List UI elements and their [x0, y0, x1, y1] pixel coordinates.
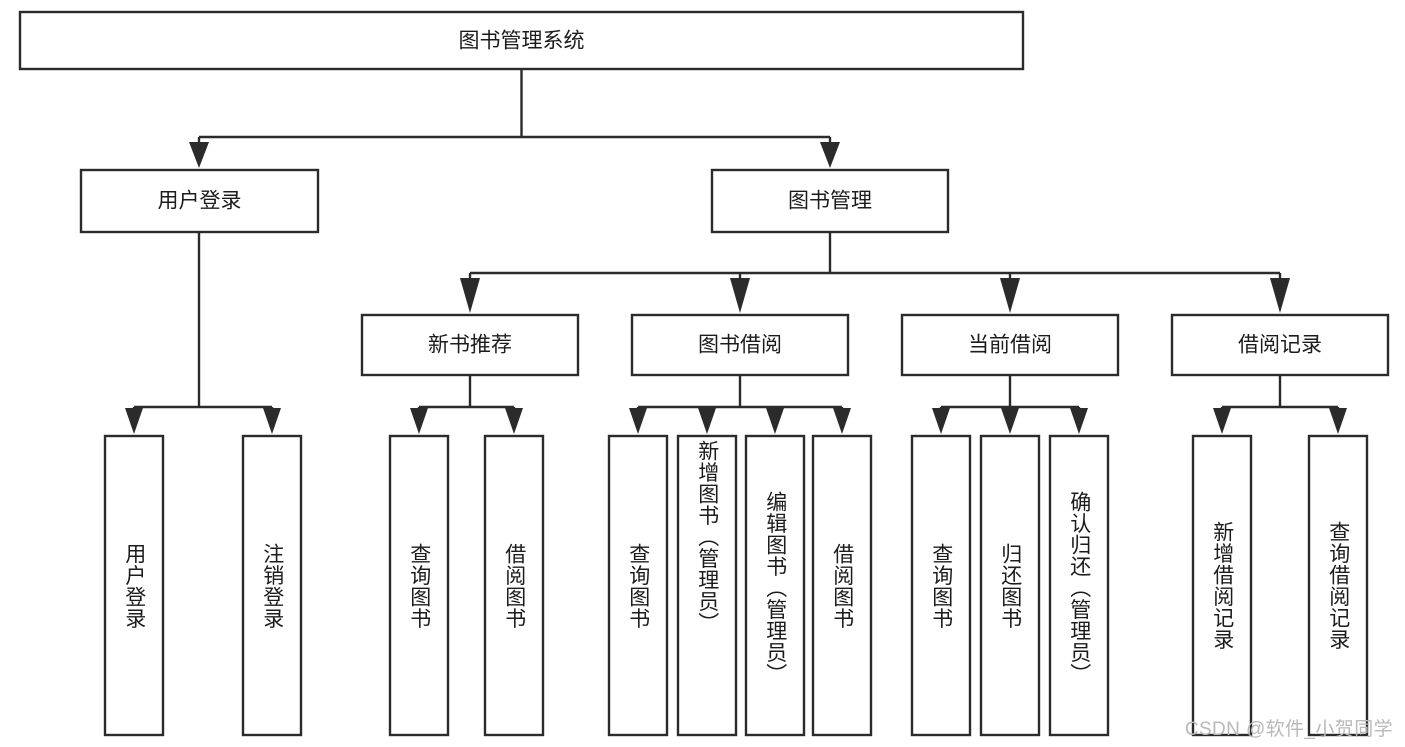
- node-leaf-user-login[interactable]: [103, 434, 165, 737]
- arrowhead-book-management: [820, 142, 840, 168]
- node-leaf-query-book-2[interactable]: [607, 434, 669, 737]
- arrowhead-borrow-record: [1270, 278, 1290, 313]
- node-book-management[interactable]: [710, 168, 950, 234]
- node-leaf-query-book-1[interactable]: [388, 434, 450, 737]
- node-system[interactable]: [18, 10, 1025, 71]
- arrowhead-leaf-add-book-admin: [698, 408, 716, 434]
- connector-group-new-book-recommend: [410, 375, 523, 434]
- node-book-management-label: 图书管理: [788, 190, 872, 213]
- arrowhead-current-borrow: [1000, 278, 1020, 313]
- arrowhead-user-login: [189, 142, 209, 168]
- node-new-book-recommend-label: 新书推荐: [428, 334, 512, 357]
- node-leaf-add-borrow-record[interactable]: [1191, 434, 1253, 737]
- node-leaf-borrow-book-2[interactable]: [811, 434, 873, 737]
- node-user-login[interactable]: [79, 168, 320, 234]
- connector-group-root: [189, 69, 840, 168]
- node-book-borrow[interactable]: [630, 313, 850, 377]
- arrowhead-leaf-confirm-return-admin: [1070, 408, 1088, 434]
- arrowhead-leaf-logout-login: [263, 408, 281, 434]
- watermark-text: CSDN @软件_小贺同学: [1184, 719, 1393, 740]
- node-system-label: 图书管理系统: [459, 30, 585, 53]
- arrowhead-leaf-query-book-2: [629, 408, 647, 434]
- connector-group-borrow-record: [1213, 375, 1347, 434]
- node-leaf-add-book-admin[interactable]: [676, 434, 738, 737]
- node-current-borrow[interactable]: [900, 313, 1120, 377]
- arrowhead-new-book-recommend: [460, 278, 480, 313]
- node-borrow-record-label: 借阅记录: [1238, 334, 1322, 357]
- arrowhead-leaf-return-book: [1001, 408, 1019, 434]
- arrowhead-leaf-add-borrow-record: [1213, 408, 1231, 434]
- node-leaf-return-book[interactable]: [979, 434, 1041, 737]
- node-leaf-confirm-return-admin[interactable]: [1048, 434, 1110, 737]
- connector-group-book-management: [460, 232, 1290, 313]
- node-book-borrow-label: 图书借阅: [698, 334, 782, 357]
- arrowhead-leaf-borrow-book-2: [833, 408, 851, 434]
- connector-group-user-login: [125, 232, 281, 434]
- node-current-borrow-label: 当前借阅: [968, 334, 1052, 357]
- arrowhead-leaf-user-login: [125, 408, 143, 434]
- connector-group-book-borrow: [629, 375, 851, 434]
- node-leaf-logout-login[interactable]: [241, 434, 303, 737]
- node-leaf-query-borrow-record[interactable]: [1307, 434, 1369, 737]
- arrowhead-leaf-borrow-book-1: [505, 408, 523, 434]
- arrowhead-leaf-query-book-1: [410, 408, 428, 434]
- arrowhead-book-borrow: [730, 278, 750, 313]
- node-leaf-query-book-3[interactable]: [910, 434, 972, 737]
- arrowhead-leaf-edit-book-admin: [766, 408, 784, 434]
- connector-group-current-borrow: [932, 375, 1088, 434]
- arrowhead-leaf-query-book-3: [932, 408, 950, 434]
- arrowhead-leaf-query-borrow-record: [1329, 408, 1347, 434]
- node-borrow-record[interactable]: [1170, 313, 1390, 377]
- node-leaf-edit-book-admin[interactable]: [744, 434, 806, 737]
- node-leaf-borrow-book-1[interactable]: [483, 434, 545, 737]
- node-new-book-recommend[interactable]: [360, 313, 580, 377]
- node-user-login-label: 用户登录: [158, 190, 242, 213]
